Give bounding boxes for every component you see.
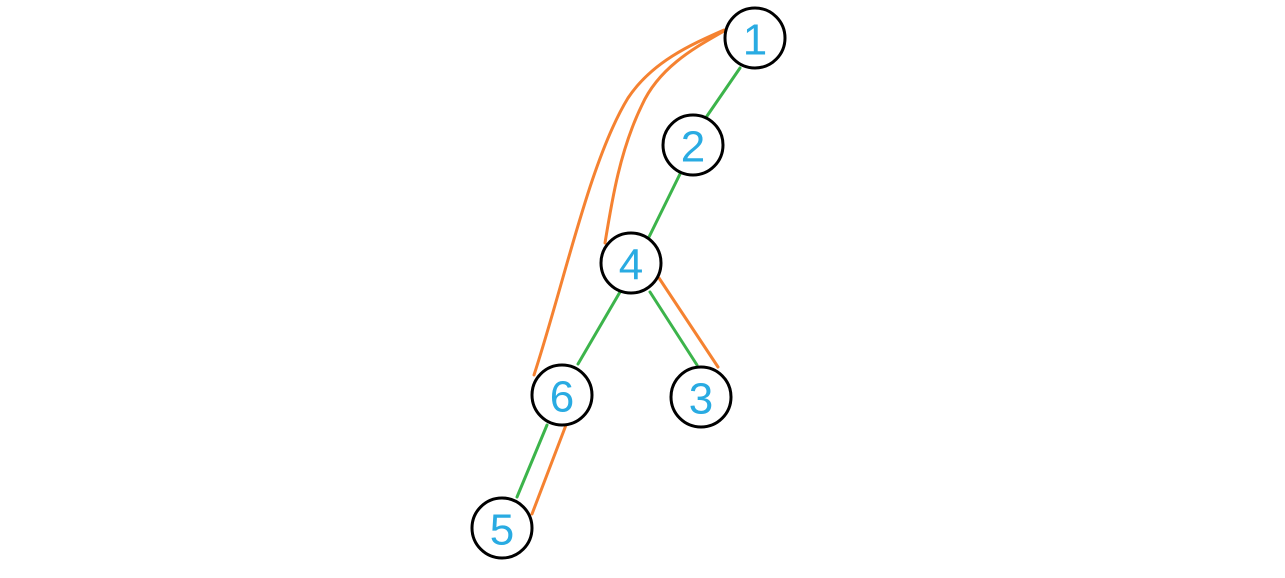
tree-edge-2-4 <box>647 172 682 239</box>
extra-edge-4-3 <box>657 276 720 369</box>
tree-edge-6-5 <box>515 423 549 499</box>
node-6: 6 <box>530 363 594 427</box>
extra-edge-1-6 <box>532 28 726 377</box>
node-1-label: 1 <box>743 16 767 65</box>
node-3-circle <box>669 365 733 429</box>
extra-edge-6-5 <box>530 423 568 516</box>
node-2: 2 <box>661 113 725 177</box>
node-1: 1 <box>723 6 787 70</box>
node-5-circle <box>470 496 534 560</box>
tree-edge-4-3 <box>648 290 699 367</box>
node-5-label: 5 <box>490 506 514 555</box>
node-4-label: 4 <box>619 241 643 290</box>
tree-edges <box>515 66 742 499</box>
node-4: 4 <box>599 231 663 295</box>
extra-edge-1-4 <box>603 29 726 245</box>
node-4-circle <box>599 231 663 295</box>
node-2-label: 2 <box>681 123 705 172</box>
tree-edge-4-6 <box>576 290 622 366</box>
node-2-circle <box>661 113 725 177</box>
node-3-label: 3 <box>689 375 713 424</box>
extra-edges <box>530 28 726 516</box>
node-6-circle <box>530 363 594 427</box>
tree-edge-1-2 <box>705 66 742 118</box>
node-5: 5 <box>470 496 534 560</box>
node-1-circle <box>723 6 787 70</box>
node-6-label: 6 <box>550 373 574 422</box>
node-3: 3 <box>669 365 733 429</box>
